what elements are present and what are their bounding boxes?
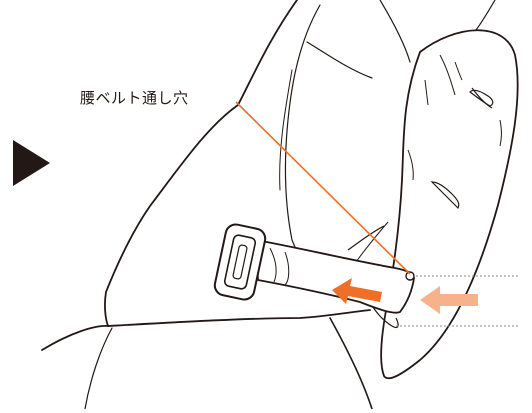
wing-detail-5 <box>454 61 463 81</box>
wing-detail-3 <box>424 79 429 106</box>
belt-buckle-bar <box>232 244 248 280</box>
seat-lower-line <box>84 327 113 410</box>
belt-hole-marker <box>405 271 415 281</box>
direction-arrow-outside-icon <box>420 286 478 314</box>
belt-strap <box>255 239 415 314</box>
direction-arrow-strap-icon <box>332 278 382 304</box>
seat-top-line <box>107 309 371 327</box>
inner-cushion-line-2 <box>355 221 389 263</box>
step-marker-icon <box>13 140 50 186</box>
seat-base-curve <box>41 325 109 351</box>
callout-leader-line <box>235 101 411 275</box>
callout-label-belt-hole: 腰ベルト通し穴 <box>80 89 189 107</box>
backrest-fold-line-2 <box>279 69 293 191</box>
backrest-seam-2 <box>475 0 496 31</box>
seat-shell-outline <box>104 0 298 327</box>
wing-slot-1 <box>469 89 494 107</box>
belt-guide-channel <box>367 299 399 329</box>
backrest-fold-line <box>306 41 373 79</box>
wing-detail-4 <box>407 149 414 181</box>
inner-cushion-line <box>347 225 385 251</box>
backrest-inner-line <box>284 4 321 263</box>
wing-slot-2 <box>430 181 460 210</box>
wing-detail-6 <box>499 119 502 147</box>
seat-base-right <box>329 317 373 410</box>
belt-strap-inner-fold <box>284 251 290 286</box>
backrest-seam <box>379 0 411 63</box>
belt-strap-inner-fold-2 <box>269 247 277 283</box>
side-wing-cushion <box>380 29 519 380</box>
wing-detail-1 <box>439 54 456 96</box>
